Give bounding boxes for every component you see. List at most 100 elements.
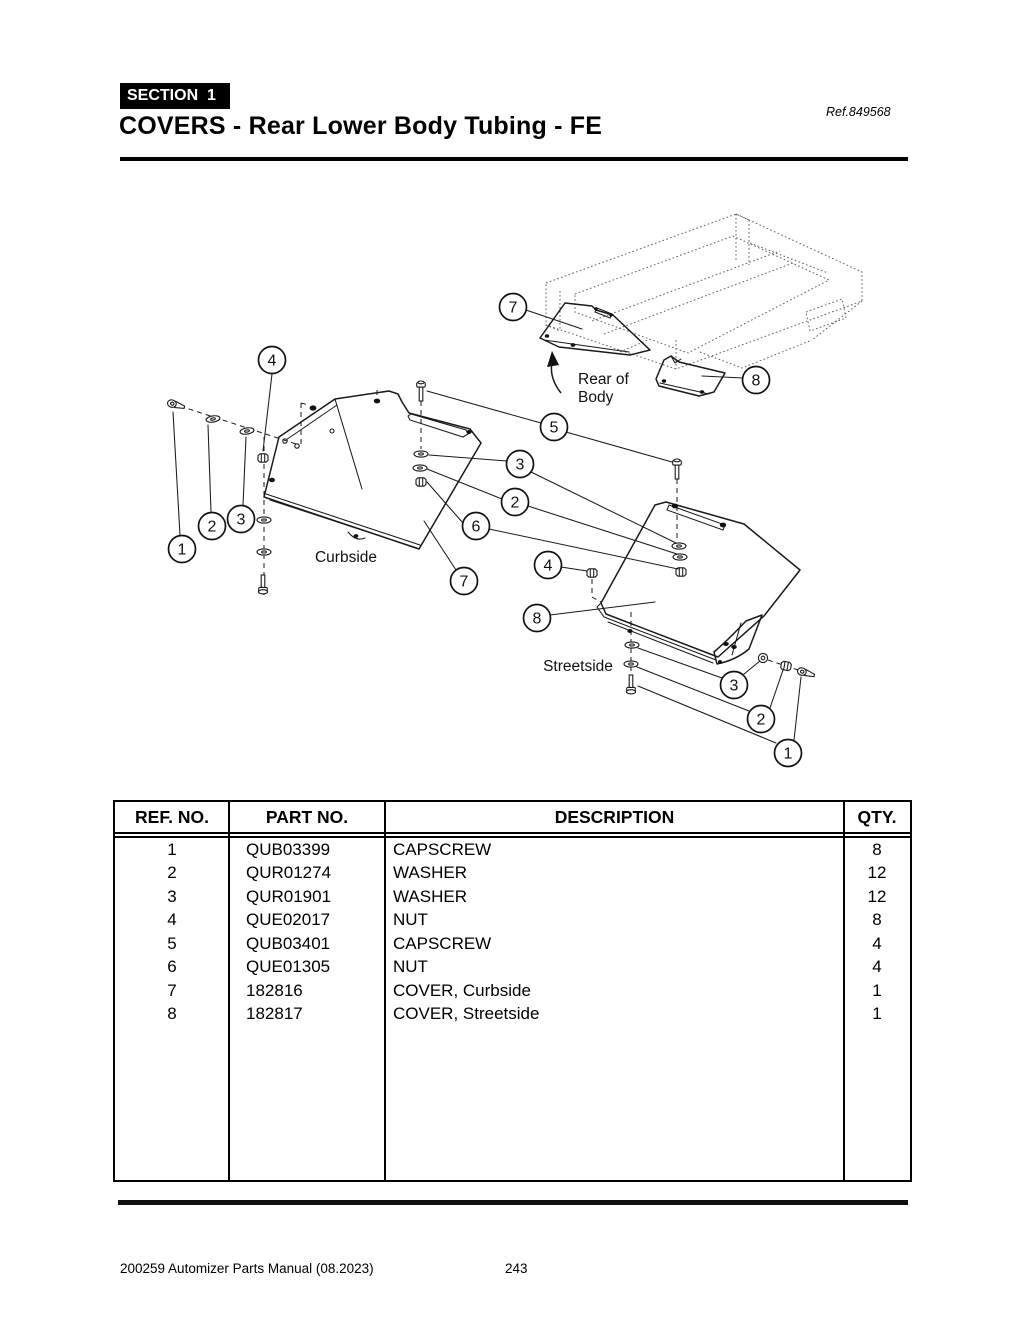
washer-2-icon xyxy=(205,414,221,424)
callout-number-7: 7 xyxy=(509,300,518,317)
cell-ref: 1 xyxy=(167,839,177,859)
callout-circle-2 xyxy=(500,487,530,517)
cell-qty: 12 xyxy=(867,886,887,906)
callout-number-7: 7 xyxy=(460,574,469,591)
cell-part: QUB03399 xyxy=(246,839,331,859)
nut-4-icon xyxy=(586,568,598,578)
header-divider xyxy=(115,832,910,838)
callout-leader-lines xyxy=(172,309,802,744)
washer-2-icon xyxy=(256,516,272,524)
cell-ref: 3 xyxy=(167,886,177,906)
callout-number-4: 4 xyxy=(268,353,277,370)
cell-ref: 4 xyxy=(167,910,177,930)
cell-qty: 8 xyxy=(872,910,882,930)
curved-arrow xyxy=(550,361,562,394)
callout-circle-2 xyxy=(746,704,776,734)
col-header-part: PART NO. xyxy=(265,806,349,827)
column-divider xyxy=(843,802,845,1180)
cell-desc: COVER, Curbside xyxy=(393,980,531,1000)
cell-desc: CAPSCREW xyxy=(393,839,492,859)
cell-ref: 5 xyxy=(167,933,177,953)
callout-number-3: 3 xyxy=(237,512,246,529)
cell-desc: WASHER xyxy=(393,886,467,906)
callout-circle-8 xyxy=(741,365,771,395)
footer-manual-name: 200259 Automizer Parts Manual (08.2023) xyxy=(120,1261,374,1276)
cell-part: QUR01901 xyxy=(246,886,332,906)
rear-of-body-annotation: Rear of Body xyxy=(547,351,630,406)
callout-number-2: 2 xyxy=(511,495,520,512)
callout-number-6: 6 xyxy=(472,519,481,536)
callout-number-1: 1 xyxy=(178,542,187,559)
rear-of-body-label-line2: Body xyxy=(578,389,614,406)
callout-number-1: 1 xyxy=(784,746,793,763)
cell-ref: 2 xyxy=(167,863,177,883)
callout-circle-2 xyxy=(197,511,227,541)
table-row: 1 QUB03399 CAPSCREW 8 xyxy=(115,838,910,862)
assembly-dashed-lines xyxy=(179,390,799,680)
callout-circle-3 xyxy=(505,449,535,479)
washer-3-icon xyxy=(671,542,687,550)
streetside-label: Streetside xyxy=(543,658,613,675)
washer-3-icon xyxy=(239,426,255,436)
callout-number-2: 2 xyxy=(757,712,766,729)
section-label: SECTION 1 xyxy=(120,83,230,109)
cell-part: 182816 xyxy=(246,980,303,1000)
cover-curbside-installed xyxy=(539,302,651,356)
cell-qty: 1 xyxy=(872,1004,882,1024)
column-divider xyxy=(228,802,230,1180)
cell-desc: WASHER xyxy=(393,863,467,883)
footer-page-number: 243 xyxy=(505,1261,528,1276)
cell-desc: NUT xyxy=(393,957,428,977)
callout-number-3: 3 xyxy=(516,457,525,474)
cell-qty: 8 xyxy=(872,839,882,859)
cell-qty: 4 xyxy=(872,957,882,977)
callout-number-5: 5 xyxy=(550,420,559,437)
washer-3-icon xyxy=(256,548,272,556)
table-row: 3 QUR01901 WASHER 12 xyxy=(115,885,910,909)
callout-circle-1 xyxy=(167,534,197,564)
callout-number-8: 8 xyxy=(752,373,761,390)
callout-circle-3 xyxy=(719,670,749,700)
callout-circle-4 xyxy=(533,550,563,580)
cover-streetside-exploded xyxy=(596,501,801,665)
nut-4-icon xyxy=(257,453,269,463)
capscrew-5-icon xyxy=(672,458,682,480)
cover-streetside-installed xyxy=(655,355,726,397)
cell-part: QUB03401 xyxy=(246,933,331,953)
callout-circle-3 xyxy=(226,504,256,534)
nut-6-icon xyxy=(415,477,427,487)
callout-number-3: 3 xyxy=(730,678,739,695)
cell-part: QUE02017 xyxy=(246,910,331,930)
rear-of-body-label-line1: Rear of xyxy=(578,371,630,388)
header-rule xyxy=(120,157,908,161)
washer-2-icon xyxy=(672,553,688,561)
col-header-ref: REF. NO. xyxy=(135,806,209,827)
cell-ref: 8 xyxy=(167,1004,177,1024)
arrowhead-icon xyxy=(547,351,559,367)
col-header-qty: QTY. xyxy=(857,806,897,827)
cell-part: QUR01274 xyxy=(246,863,332,883)
callout-circle-5 xyxy=(539,412,569,442)
reference-number: Ref.849568 xyxy=(826,105,891,119)
callout-circle-6 xyxy=(461,511,491,541)
capscrew-1-icon xyxy=(257,574,269,595)
column-divider xyxy=(384,802,386,1180)
callout-number-2: 2 xyxy=(208,519,217,536)
capscrew-1-icon xyxy=(796,666,816,679)
washer-2-icon xyxy=(412,464,428,472)
washer-2-icon xyxy=(623,660,639,668)
capscrew-1-icon xyxy=(166,398,186,411)
footer-rule xyxy=(118,1200,908,1205)
cell-desc: COVER, Streetside xyxy=(393,1004,540,1024)
capscrew-1-icon xyxy=(625,674,637,695)
cell-qty: 1 xyxy=(872,980,882,1000)
